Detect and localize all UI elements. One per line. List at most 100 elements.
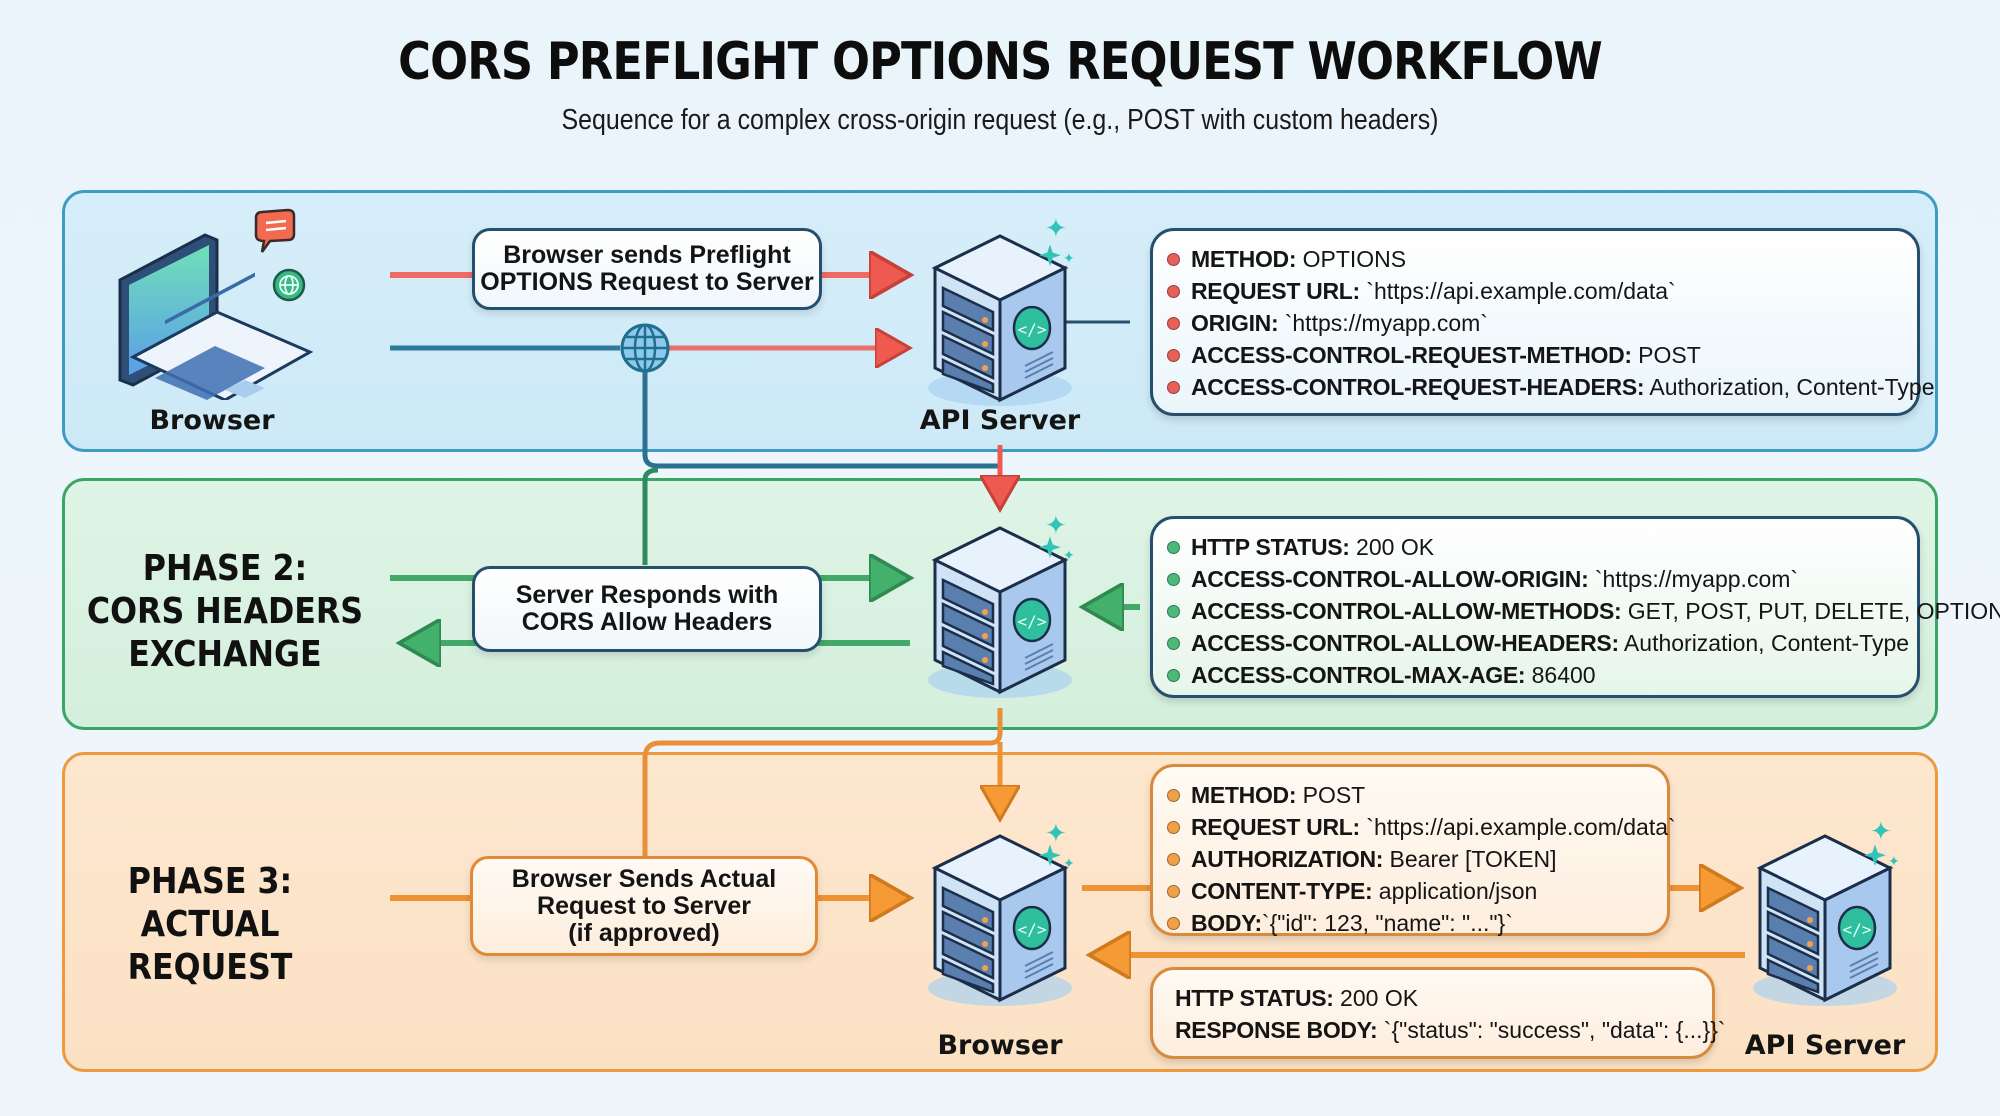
actual-request-step-box: Browser Sends Actual Request to Server (… bbox=[470, 856, 818, 956]
phase3-label-line: PHASE 3: bbox=[127, 861, 293, 902]
phase2-label-line: PHASE 2: bbox=[142, 548, 308, 589]
phase3-api-server-icon: </> bbox=[1750, 828, 1900, 1008]
detail-row: REQUEST URL: `https://api.example.com/da… bbox=[1167, 811, 1676, 843]
detail-key: ACCESS-CONTROL-ALLOW-METHODS: bbox=[1191, 598, 1622, 624]
detail-key: HTTP STATUS: bbox=[1175, 985, 1334, 1011]
detail-value: Authorization, Content-Type bbox=[1618, 630, 1910, 656]
detail-row: AUTHORIZATION: Bearer [TOKEN] bbox=[1167, 843, 1647, 875]
detail-key: RESPONSE BODY: bbox=[1175, 1017, 1378, 1043]
detail-row: METHOD: POST bbox=[1167, 779, 1647, 811]
detail-key: METHOD: bbox=[1191, 782, 1297, 808]
detail-key: REQUEST URL: bbox=[1191, 278, 1360, 304]
preflight-step-box: Browser sends Preflight OPTIONS Request … bbox=[472, 228, 822, 310]
detail-key: METHOD: bbox=[1191, 246, 1297, 272]
detail-key: CONTENT-TYPE: bbox=[1191, 878, 1373, 904]
detail-row: BODY:`{"id": 123, "name": "..."}` bbox=[1167, 907, 1647, 939]
sparkle-icon: ✦✦ bbox=[1045, 213, 1075, 266]
detail-row: ORIGIN: `https://myapp.com` bbox=[1167, 307, 1897, 339]
bullet-dot-icon bbox=[1167, 789, 1180, 802]
laptop-browser-icon bbox=[115, 200, 315, 402]
globe-network-icon bbox=[619, 322, 671, 374]
bullet-dot-icon bbox=[1167, 285, 1180, 298]
step-line: (if approved) bbox=[568, 918, 720, 947]
bullet-dot-icon bbox=[1167, 821, 1180, 834]
svg-text:</>: </> bbox=[1018, 920, 1047, 939]
sparkle-icon: ✦✦ bbox=[1870, 816, 1900, 869]
detail-key: AUTHORIZATION: bbox=[1191, 846, 1384, 872]
diagram-subtitle: Sequence for a complex cross-origin requ… bbox=[561, 104, 1439, 136]
detail-key: BODY: bbox=[1191, 910, 1262, 936]
detail-key: ACCESS-CONTROL-ALLOW-ORIGIN: bbox=[1191, 566, 1589, 592]
detail-value: application/json bbox=[1372, 878, 1538, 904]
cors-response-step-box: Server Responds with CORS Allow Headers bbox=[472, 566, 822, 652]
step-line: CORS Allow Headers bbox=[521, 608, 773, 636]
detail-key: HTTP STATUS: bbox=[1191, 534, 1350, 560]
phase1-client-label: Browser bbox=[149, 405, 275, 436]
detail-row: HTTP STATUS: 200 OK bbox=[1167, 531, 1897, 563]
sparkle-icon: ✦✦ bbox=[1045, 510, 1075, 563]
detail-row: REQUEST URL: `https://api.example.com/da… bbox=[1167, 275, 1897, 307]
detail-row: ACCESS-CONTROL-ALLOW-METHODS: GET, POST,… bbox=[1167, 595, 2000, 627]
phase2-label-line: CORS HEADERS bbox=[86, 591, 364, 632]
phase3-label-line: REQUEST bbox=[127, 947, 293, 988]
bullet-dot-icon bbox=[1167, 349, 1180, 362]
bullet-dot-icon bbox=[1167, 573, 1180, 586]
bullet-dot-icon bbox=[1167, 669, 1180, 682]
detail-row: CONTENT-TYPE: application/json bbox=[1167, 875, 1647, 907]
network-down-connector bbox=[642, 372, 998, 469]
sparkle-icon: ✦✦ bbox=[1045, 818, 1075, 871]
bullet-dot-icon bbox=[1167, 605, 1180, 618]
detail-value: Authorization, Content-Type bbox=[1644, 374, 1935, 400]
phase2-label-line: EXCHANGE bbox=[128, 634, 322, 675]
bullet-dot-icon bbox=[1167, 317, 1180, 330]
detail-value: OPTIONS bbox=[1296, 246, 1407, 272]
step-line: OPTIONS Request to Server bbox=[480, 268, 814, 296]
bullet-dot-icon bbox=[1167, 853, 1180, 866]
phase2-to-phase3-connector bbox=[642, 708, 1003, 858]
detail-value: 200 OK bbox=[1349, 534, 1435, 560]
detail-value: `https://api.example.com/data` bbox=[1359, 278, 1676, 304]
detail-row: METHOD: OPTIONS bbox=[1167, 243, 1897, 275]
bullet-dot-icon bbox=[1167, 253, 1180, 266]
chat-bubble-icon bbox=[252, 208, 296, 254]
detail-key: ACCESS-CONTROL-REQUEST-METHOD: bbox=[1191, 342, 1632, 368]
detail-value: `https://myapp.com` bbox=[1278, 310, 1488, 336]
detail-value: 86400 bbox=[1525, 662, 1596, 688]
bullet-dot-icon bbox=[1167, 637, 1180, 650]
actual-response-details: HTTP STATUS: 200 OK RESPONSE BODY: `{"sta… bbox=[1150, 967, 1726, 1059]
cors-server-icon: </> bbox=[925, 520, 1075, 700]
phase3-server-label: API Server bbox=[1744, 1030, 1906, 1061]
phase1-server-label: API Server bbox=[919, 405, 1081, 436]
detail-key: ACCESS-CONTROL-ALLOW-HEADERS: bbox=[1191, 630, 1619, 656]
detail-value: `{"id": 123, "name": "..."}` bbox=[1261, 910, 1513, 936]
detail-value: POST bbox=[1296, 782, 1366, 808]
phase2-branch-connector bbox=[642, 467, 659, 565]
small-globe-icon bbox=[272, 268, 306, 302]
phase3-label-line: ACTUAL bbox=[140, 904, 280, 945]
detail-value: `https://myapp.com` bbox=[1588, 566, 1799, 592]
detail-row: ACCESS-CONTROL-REQUEST-METHOD: POST bbox=[1167, 339, 1897, 371]
phase3-label: PHASE 3: ACTUAL REQUEST bbox=[78, 860, 342, 989]
step-line: Request to Server bbox=[537, 891, 751, 920]
bullet-dot-icon bbox=[1167, 917, 1180, 930]
step-line: Server Responds with bbox=[515, 581, 779, 609]
bullet-dot-icon bbox=[1167, 541, 1180, 554]
detail-row: ACCESS-CONTROL-ALLOW-ORIGIN: `https://my… bbox=[1167, 563, 1897, 595]
detail-key: ACCESS-CONTROL-MAX-AGE: bbox=[1191, 662, 1526, 688]
detail-row: ACCESS-CONTROL-MAX-AGE: 86400 bbox=[1167, 659, 1897, 691]
step-line: Browser sends Preflight bbox=[503, 241, 791, 269]
detail-key: ACCESS-CONTROL-REQUEST-HEADERS: bbox=[1191, 374, 1645, 400]
detail-value: `https://api.example.com/data` bbox=[1359, 814, 1676, 840]
detail-row: ACCESS-CONTROL-REQUEST-HEADERS: Authoriz… bbox=[1167, 371, 1935, 403]
detail-key: REQUEST URL: bbox=[1191, 814, 1360, 840]
step-line: Browser Sends Actual bbox=[511, 864, 777, 893]
detail-value: 200 OK bbox=[1333, 985, 1419, 1011]
detail-row: RESPONSE BODY: `{"status": "success", "d… bbox=[1175, 1014, 1726, 1046]
bullet-dot-icon bbox=[1167, 381, 1180, 394]
svg-text:</>: </> bbox=[1018, 320, 1047, 339]
detail-key: ORIGIN: bbox=[1191, 310, 1279, 336]
detail-value: Bearer [TOKEN] bbox=[1383, 846, 1557, 872]
